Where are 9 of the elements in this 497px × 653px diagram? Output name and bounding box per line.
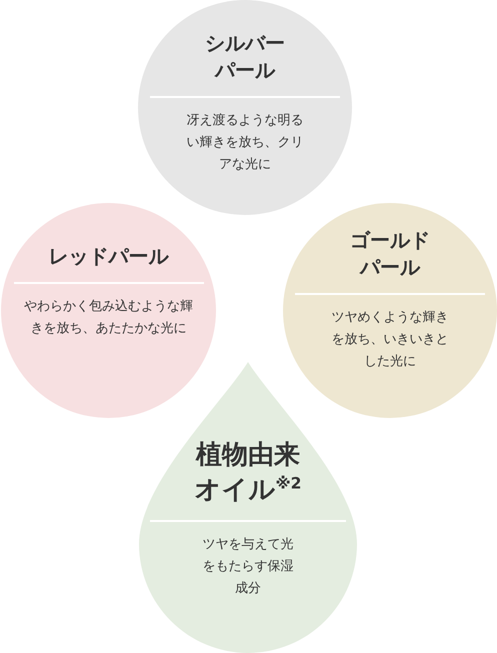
drop-shape	[139, 362, 357, 653]
description: ツヤを与えて光をもたらす保湿成分	[201, 536, 294, 598]
description: やわらかく包み込むような輝きを放ち、あたたかな光に	[23, 298, 194, 338]
heading: レッドパール	[48, 243, 170, 270]
heading: ゴールドパール	[349, 227, 431, 281]
description: 冴え渡るような明るい輝きを放ち、クリアな光に	[185, 112, 304, 174]
description: ツヤめくような輝きを放ち、いきいきとした光に	[330, 309, 450, 372]
heading: 植物由来オイル$^{※2}$	[193, 439, 302, 508]
heading: シルバーパール	[204, 30, 286, 84]
